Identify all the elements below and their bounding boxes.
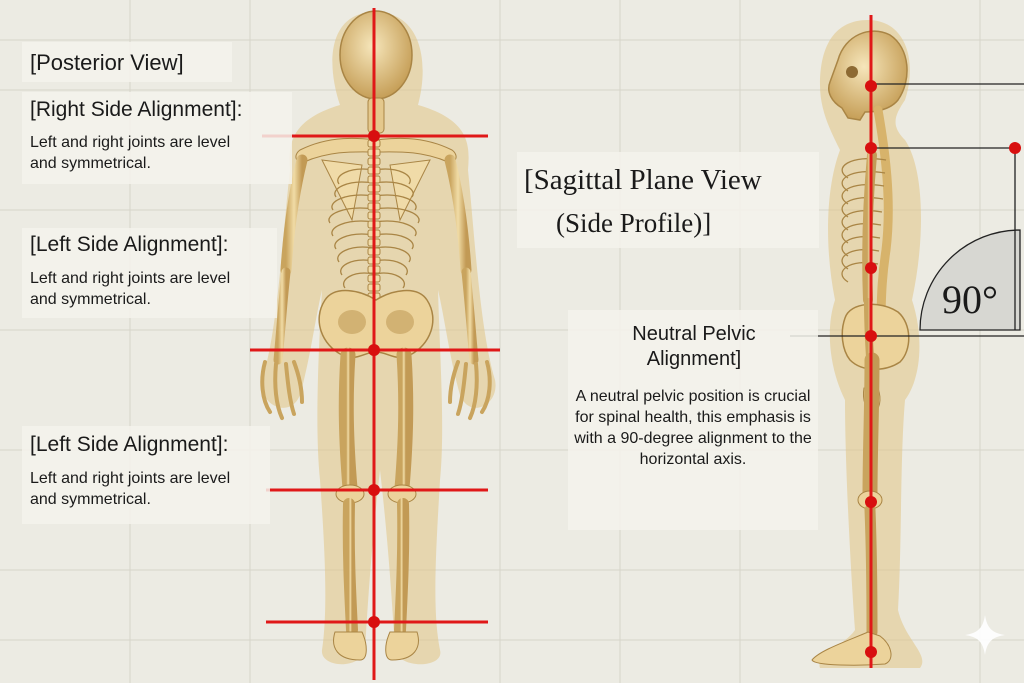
callout-3-panel [22, 426, 270, 524]
sagittal-title: [Sagittal Plane View [524, 164, 762, 196]
marker-ankle [865, 646, 877, 658]
marker-ear [865, 80, 877, 92]
marker-pelvis [865, 330, 877, 342]
marker-shoulders [368, 130, 380, 142]
marker-callout-end [1009, 142, 1021, 154]
marker-lumbar [865, 262, 877, 274]
pelvic-panel [568, 310, 818, 530]
marker-shoulder [865, 142, 877, 154]
callout-1-panel [22, 92, 292, 184]
callout-3-text: Left and right joints are level and symm… [30, 470, 231, 508]
posterior-title-panel [22, 42, 232, 82]
marker-hips [368, 344, 380, 356]
pelvic-text: A neutral pelvic position is crucial for… [574, 388, 812, 468]
sagittal-title-panel [517, 152, 819, 248]
marker-knee [865, 496, 877, 508]
marker-knees [368, 484, 380, 496]
callout-3-heading: [Left Side Alignment]: [30, 433, 229, 456]
angle-label: 90° [942, 277, 998, 322]
sagittal-subtitle: (Side Profile)] [556, 208, 712, 238]
callout-2-text: Left and right joints are level and symm… [30, 270, 231, 308]
right-angle-wedge [919, 229, 1021, 331]
callout-2-panel [22, 228, 277, 318]
callout-1-heading: [Right Side Alignment]: [30, 98, 243, 121]
pelvic-title: Neutral Pelvic Alignment] [632, 323, 756, 370]
sparkle-icon [965, 615, 1005, 655]
callout-1-text: Left and right joints are level and symm… [30, 134, 231, 172]
posterior-title: [Posterior View] [30, 50, 184, 75]
callout-2-heading: [Left Side Alignment]: [30, 233, 229, 256]
marker-ankles [368, 616, 380, 628]
